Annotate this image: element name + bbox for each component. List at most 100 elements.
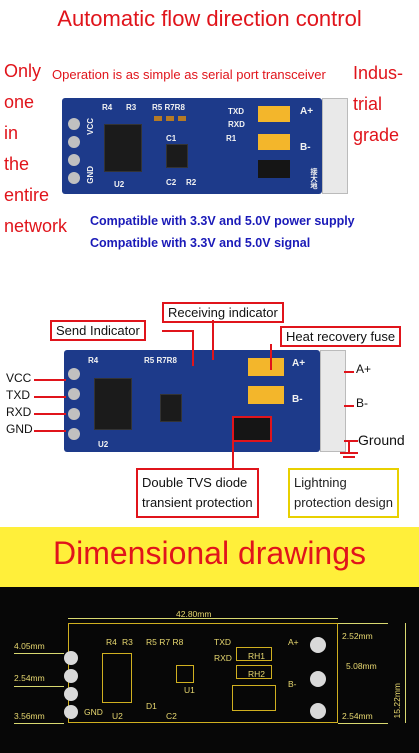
pin-line xyxy=(34,430,66,432)
pin-label-rxd: RXD xyxy=(6,405,32,419)
ground-symbol xyxy=(340,452,358,454)
silk-r5r7r8: R5 R7R8 xyxy=(144,356,177,365)
pin-line xyxy=(34,413,66,415)
header-pad xyxy=(64,651,78,665)
tvs-outline xyxy=(232,685,276,711)
silk-u2: U2 xyxy=(98,440,109,449)
pin-label-txd: TXD xyxy=(6,388,30,402)
compat-power-text: Compatible with 3.3V and 5.0V power supp… xyxy=(90,214,355,228)
left-word: Only xyxy=(4,61,42,81)
dimension-line xyxy=(338,723,388,724)
silk-aplus: A+ xyxy=(300,106,314,117)
pin-line xyxy=(34,396,66,398)
dimension-line xyxy=(14,723,64,724)
silk-r3: R3 xyxy=(122,637,133,647)
silk-rh1: RH1 xyxy=(248,651,266,661)
callout-receiving-indicator: Receiving indicator xyxy=(162,302,284,323)
silk-u2: U2 xyxy=(114,180,125,189)
callout-line xyxy=(162,330,194,332)
dimension-title: Dimensional drawings xyxy=(52,535,367,571)
silk-bminus: B- xyxy=(288,679,297,689)
silk-aplus: A+ xyxy=(288,637,299,647)
silk-d1: D1 xyxy=(146,701,157,711)
right-word: trial xyxy=(353,94,383,114)
pcb-board-annotated: R4 R5 R7R8 U2 A+ B- xyxy=(64,350,320,452)
callout-line xyxy=(232,440,234,470)
callout-tvs-line1: Double TVS diode xyxy=(142,475,248,490)
dimension-drawing-panel: 42.80mm 4.05mm 2.54mm 3.56mm R4 R3 R5 R7… xyxy=(0,587,419,753)
left-word: network xyxy=(4,216,68,236)
resistor xyxy=(154,116,162,121)
callout-heat-fuse: Heat recovery fuse xyxy=(280,326,402,347)
main-title: Automatic flow direction control xyxy=(57,6,362,31)
terminal-pad xyxy=(310,703,326,719)
silk-gnd: GND xyxy=(84,707,103,717)
callout-send-indicator: Send Indicator xyxy=(50,320,146,341)
callout-line xyxy=(192,330,194,366)
silk-r2: R2 xyxy=(186,178,197,187)
silk-rxd: RXD xyxy=(214,653,232,663)
tvs-diode xyxy=(258,160,290,178)
terminal-line xyxy=(344,405,354,407)
right-word: Indus- xyxy=(353,63,404,83)
dim-356: 3.56mm xyxy=(14,711,45,721)
dimension-line xyxy=(68,618,338,619)
dimension-line xyxy=(405,623,406,723)
silk-txd: TXD xyxy=(228,107,244,116)
pin-label-vcc: VCC xyxy=(6,371,32,385)
silk-c2: C2 xyxy=(166,711,177,721)
pin-label-gnd: GND xyxy=(6,422,33,436)
terminal-label-a: A+ xyxy=(356,362,372,376)
silk-bminus: B- xyxy=(300,142,311,153)
terminal-line xyxy=(344,440,358,442)
callout-lightning-line1: Lightning xyxy=(294,475,347,490)
left-word: in xyxy=(4,123,19,143)
left-word: one xyxy=(4,92,35,112)
ic-chip xyxy=(104,124,142,172)
silk-r4: R4 xyxy=(106,637,117,647)
silk-aplus: A+ xyxy=(292,358,306,369)
ic-chip xyxy=(166,144,188,168)
header-pad xyxy=(64,687,78,701)
screw-terminal xyxy=(320,350,346,452)
terminal-label-ground: Ground xyxy=(358,432,405,448)
dim-252: 2.52mm xyxy=(342,631,373,641)
compat-signal-text: Compatible with 3.3V and 5.0V signal xyxy=(90,236,311,250)
screw-terminal xyxy=(322,98,348,194)
silk-vcc: VCC xyxy=(86,118,95,135)
ground-symbol xyxy=(343,456,355,458)
ic-chip xyxy=(94,378,132,430)
callout-line xyxy=(212,320,214,360)
dim-254-left: 2.54mm xyxy=(14,673,45,683)
silk-r5r7r8: R5 R7R8 xyxy=(152,103,185,112)
pcb-board-top: VCC GND R4 R3 U2 R5 R7R8 C1 C2 R2 R1 TXD… xyxy=(62,98,322,194)
left-word: the xyxy=(4,154,30,174)
callout-line xyxy=(270,344,272,370)
left-slogan: Only one in the entire network xyxy=(4,56,67,242)
silk-u2: U2 xyxy=(112,711,123,721)
resistor xyxy=(166,116,174,121)
fuse xyxy=(258,106,290,122)
resistor xyxy=(178,116,186,121)
silk-rh2: RH2 xyxy=(248,669,266,679)
right-word: grade xyxy=(353,125,400,145)
pin-line xyxy=(34,379,66,381)
header-pin xyxy=(68,408,80,420)
silk-r5r7r8: R5 R7 R8 xyxy=(146,637,184,647)
silk-r4: R4 xyxy=(102,103,113,112)
silk-cn: 接大地 xyxy=(310,168,317,189)
fuse-outline xyxy=(236,665,272,679)
dimension-line xyxy=(14,653,64,654)
ic-outline xyxy=(176,665,194,683)
terminal-line xyxy=(344,371,354,373)
fuse xyxy=(248,358,284,376)
dimension-line xyxy=(14,686,64,687)
dim-width: 42.80mm xyxy=(176,609,212,619)
header-pin xyxy=(68,172,80,184)
operation-text: Operation is as simple as serial port tr… xyxy=(52,67,326,82)
callout-tvs: Double TVS diode transient protection xyxy=(136,468,259,518)
callout-lightning-line2: protection design xyxy=(294,495,394,510)
silk-gnd: GND xyxy=(86,166,95,184)
dim-1522: 15.22mm xyxy=(392,683,402,719)
ground-symbol xyxy=(348,441,350,453)
